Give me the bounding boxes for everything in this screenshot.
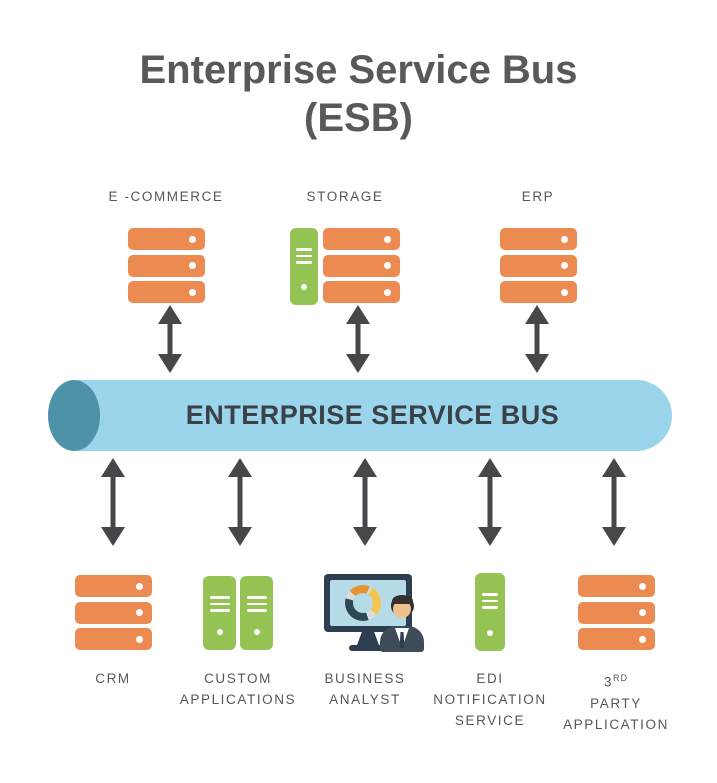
server-bar <box>75 601 152 624</box>
node-e-commerce: E -COMMERCE <box>86 186 246 303</box>
donut-chart-icon <box>345 585 381 621</box>
arrow-bus-business-analyst <box>352 458 378 546</box>
arrow-ecommerce-bus <box>157 305 183 373</box>
server-stack-icon <box>75 575 152 650</box>
server-bar <box>499 254 577 277</box>
server-tower-and-stack-icon <box>290 228 400 305</box>
tower-vents <box>482 593 498 609</box>
label-sup: RD <box>613 673 629 683</box>
label-line: SERVICE <box>454 713 526 728</box>
server-stack-icon <box>499 228 577 303</box>
dual-server-towers-icon <box>203 576 273 650</box>
tower-vents <box>209 596 230 612</box>
tower-vents <box>296 248 312 264</box>
person-tie <box>399 632 405 648</box>
server-bar <box>578 575 655 597</box>
server-bar <box>127 228 205 250</box>
business-analyst-icon <box>322 574 426 652</box>
tower-led <box>253 629 260 635</box>
arrow-storage-bus <box>345 305 371 373</box>
node-storage: STORAGE <box>265 186 425 305</box>
node-edi-icon-wrap <box>475 573 505 651</box>
server-bar <box>323 281 400 303</box>
arrow-bus-edi-notification <box>477 458 503 546</box>
label-line: CRM <box>95 671 131 686</box>
server-tower-icon <box>203 576 236 650</box>
enterprise-service-bus-pipe: ENTERPRISE SERVICE BUS <box>48 380 672 451</box>
server-bar <box>578 628 655 650</box>
server-bar <box>75 575 152 597</box>
label-line: NOTIFICATION <box>433 692 547 707</box>
label-line: EDI <box>476 671 504 686</box>
label-line: ANALYST <box>329 692 401 707</box>
node-erp: ERP <box>458 186 618 303</box>
bus-end-cap <box>48 380 100 451</box>
server-bar <box>499 281 577 303</box>
label-line: APPLICATIONS <box>179 692 297 707</box>
bus-label: ENTERPRISE SERVICE BUS <box>185 400 560 430</box>
server-stack-icon <box>127 228 205 303</box>
label-base: 3 <box>603 674 614 690</box>
page-title-line2: (ESB) <box>304 96 413 140</box>
label-line: PARTY <box>590 695 642 711</box>
tower-vents <box>246 596 267 612</box>
tower-led <box>216 629 223 635</box>
node-third-party-application-label: 3RD PARTY APPLICATION <box>536 668 696 735</box>
server-bar <box>578 601 655 624</box>
bus-body: ENTERPRISE SERVICE BUS <box>73 380 672 451</box>
label-line: APPLICATION <box>563 716 669 732</box>
monitor-base <box>349 645 387 651</box>
node-storage-label: STORAGE <box>306 189 384 204</box>
tower-led <box>301 284 307 290</box>
person-hair-fringe <box>392 596 413 604</box>
arrow-erp-bus <box>524 305 550 373</box>
node-erp-label: ERP <box>521 189 555 204</box>
arrow-bus-custom-applications <box>227 458 253 546</box>
tower-led <box>487 630 493 636</box>
server-bar <box>75 628 152 650</box>
node-crm-label: CRM <box>33 668 193 689</box>
page-title-line1: Enterprise Service Bus <box>139 48 578 92</box>
node-crm-icon-wrap <box>75 575 152 650</box>
arrow-bus-crm <box>100 458 126 546</box>
server-bar <box>127 254 205 277</box>
arrow-bus-third-party <box>601 458 627 546</box>
label-line: CUSTOM <box>204 671 272 686</box>
server-stack-icon <box>578 575 655 650</box>
node-business-analyst-label: BUSINESS ANALYST <box>285 668 445 710</box>
node-custom-applications-label: CUSTOM APPLICATIONS <box>158 668 318 710</box>
analyst-person-icon <box>380 595 424 652</box>
server-bar <box>323 228 400 250</box>
server-bar <box>127 281 205 303</box>
server-tower-icon <box>240 576 273 650</box>
server-bar <box>499 228 577 250</box>
server-bar <box>323 254 400 277</box>
monitor-stand <box>357 632 379 645</box>
node-e-commerce-label: E -COMMERCE <box>108 189 224 204</box>
page-title: Enterprise Service Bus (ESB) <box>0 46 717 142</box>
label-line: BUSINESS <box>324 671 406 686</box>
person-face <box>393 600 411 618</box>
server-tower-icon <box>475 573 505 651</box>
node-edi-notification-service-label: EDI NOTIFICATION SERVICE <box>410 668 570 731</box>
label-line-superscripted: 3RD <box>536 668 696 693</box>
server-stack-icon <box>323 228 400 303</box>
node-third-party-icon-wrap <box>578 575 655 650</box>
server-tower-icon <box>290 228 318 305</box>
